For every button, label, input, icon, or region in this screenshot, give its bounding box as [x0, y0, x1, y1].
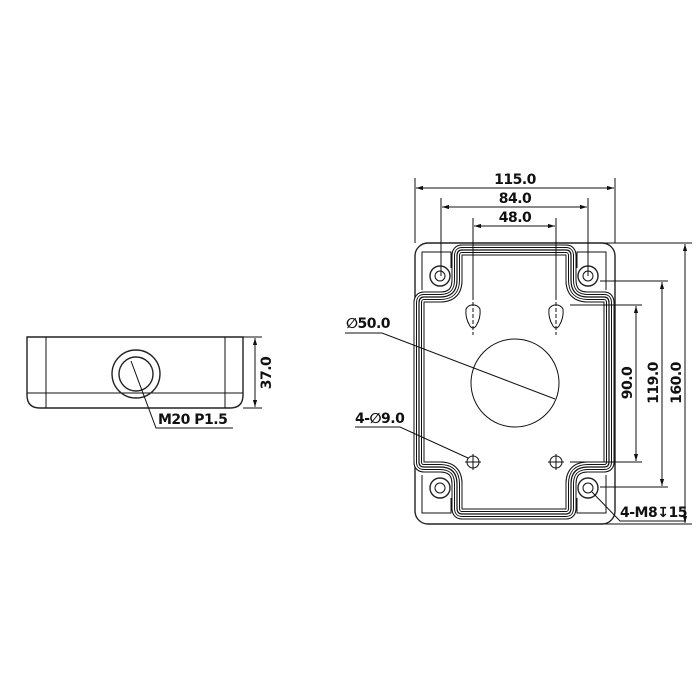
center-cable-hole	[470, 338, 560, 428]
mount-holes-leader	[355, 426, 469, 459]
side-view: M20 P1.5 37.0	[26, 336, 275, 429]
keyhole-right	[548, 304, 564, 329]
cable-gland-inner	[118, 356, 154, 392]
mount-holes-label: 4-∅9.0	[355, 411, 405, 427]
screw-hole-bottom-right	[577, 477, 599, 499]
height-overall-label: 160.0	[669, 361, 685, 404]
height-dimensions: 90.0 119.0 160.0	[570, 242, 692, 525]
thread-leader	[130, 360, 233, 429]
screw-holes-leader	[591, 491, 686, 522]
screw-holes	[429, 265, 599, 499]
width-overall-label: 115.0	[494, 172, 537, 188]
center-hole-leader	[345, 332, 556, 400]
side-view-body	[26, 336, 244, 409]
corner-pockets	[421, 251, 607, 514]
height-mid-label: 119.0	[646, 361, 662, 404]
width-dimensions: 115.0 84.0 48.0	[414, 172, 616, 296]
width-inner-label: 48.0	[499, 210, 532, 226]
height-inner-label: 90.0	[620, 366, 636, 399]
width-mid-label: 84.0	[499, 191, 532, 207]
keyhole-left	[465, 304, 481, 329]
keyhole-slots	[465, 296, 564, 335]
screw-holes-label: 4-M8↧15	[620, 505, 687, 521]
screw-hole-bottom-left	[429, 477, 451, 499]
screw-hole-top-left	[429, 265, 451, 287]
center-hole-label: ∅50.0	[346, 316, 391, 332]
thread-label: M20 P1.5	[158, 412, 227, 428]
gasket-groove	[413, 244, 615, 520]
side-height-label: 37.0	[259, 356, 275, 389]
cable-gland-outer	[111, 349, 161, 399]
top-view: 115.0 84.0 48.0 90.0 119.0 160.0 ∅50.0 4…	[345, 172, 692, 525]
mount-holes	[465, 454, 564, 470]
